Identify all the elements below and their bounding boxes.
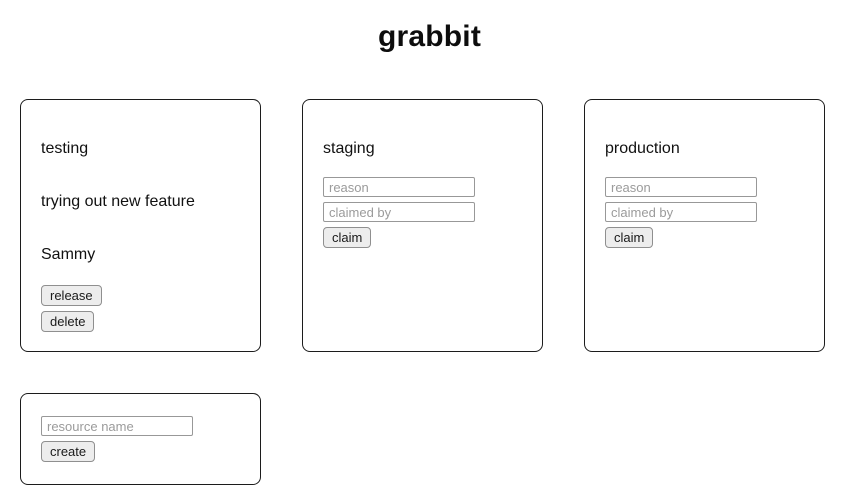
resource-card-production: production claim bbox=[584, 99, 825, 352]
app-title: grabbit bbox=[377, 20, 482, 53]
resource-name: staging bbox=[323, 140, 375, 157]
create-resource-card: create bbox=[20, 393, 261, 485]
reason-input[interactable] bbox=[605, 177, 757, 197]
resource-name-input[interactable] bbox=[41, 416, 193, 436]
claimed-by-input[interactable] bbox=[323, 202, 475, 222]
resource-card-testing: testing trying out new feature Sammy rel… bbox=[20, 99, 261, 352]
claim-button[interactable]: claim bbox=[323, 227, 372, 248]
resource-card-staging: staging claim bbox=[302, 99, 543, 352]
claim-button[interactable]: claim bbox=[605, 227, 654, 248]
resource-name: production bbox=[605, 140, 680, 157]
claimed-by-text: Sammy bbox=[41, 246, 96, 263]
claimed-by-input[interactable] bbox=[605, 202, 757, 222]
claim-reason-text: trying out new feature bbox=[41, 193, 195, 210]
reason-input[interactable] bbox=[323, 177, 475, 197]
create-button[interactable]: create bbox=[41, 441, 96, 462]
release-button[interactable]: release bbox=[41, 285, 102, 306]
resource-name: testing bbox=[41, 140, 89, 157]
resource-board: testing trying out new feature Sammy rel… bbox=[20, 99, 839, 352]
delete-button[interactable]: delete bbox=[41, 311, 95, 332]
